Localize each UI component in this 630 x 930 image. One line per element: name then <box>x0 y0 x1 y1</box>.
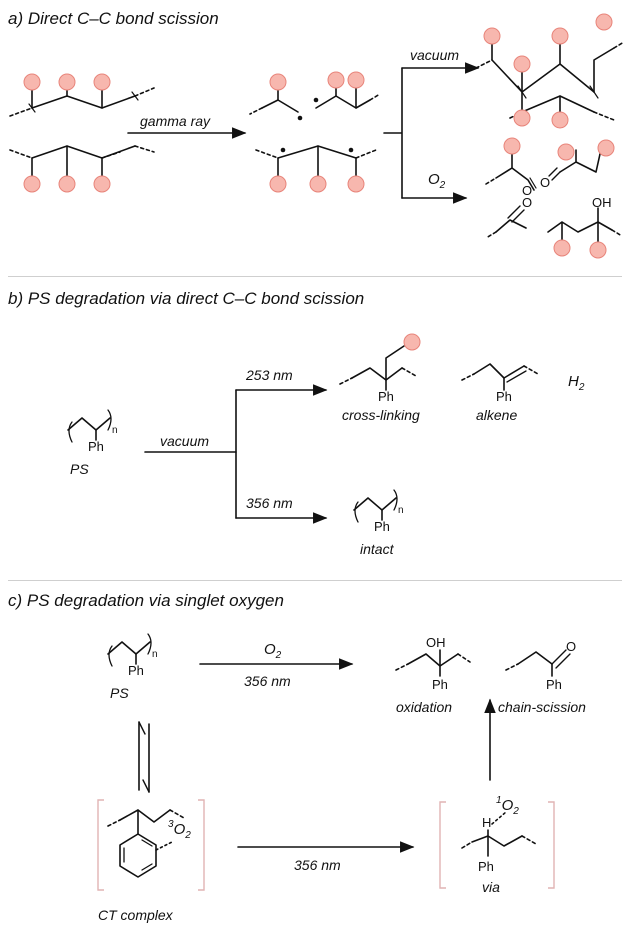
ph-label-scission: Ph <box>546 677 562 692</box>
ps-polymer-b <box>67 409 112 443</box>
356nm-label-bottom: 356 nm <box>294 857 341 873</box>
o2-label-c: O2 <box>264 641 282 661</box>
ps-label-b: PS <box>70 461 89 477</box>
ct-brackets <box>97 799 555 891</box>
oxidation-products <box>485 145 623 245</box>
ph-label-crosslink: Ph <box>378 389 394 404</box>
divider-bc <box>8 580 622 581</box>
ph-label-oxidation: Ph <box>432 677 448 692</box>
356nm-label-top: 356 nm <box>244 673 291 689</box>
ph-label-via: Ph <box>478 859 494 874</box>
ketone-o-label: O <box>540 175 551 190</box>
oxidation-label: oxidation <box>396 699 453 715</box>
via-structure <box>461 811 537 857</box>
o2-label-a: O2 <box>428 171 446 191</box>
ph-label-b: Ph <box>88 439 104 454</box>
alkene-label: alkene <box>476 407 518 423</box>
repeat-n-b: n <box>112 425 118 436</box>
ketone-o-label-c: O <box>566 639 577 654</box>
253nm-label: 253 nm <box>246 367 293 383</box>
hydroxyl-label-c: OH <box>426 635 446 650</box>
polymer-chain-upper <box>9 87 155 117</box>
crosslinked-product <box>475 41 625 121</box>
aldehyde-o-label: O <box>522 183 533 198</box>
gamma-ray-label: gamma ray <box>140 113 211 129</box>
ps-label-c: PS <box>110 685 129 701</box>
panel-c-title: c) PS degradation via singlet oxygen <box>8 591 284 610</box>
alkene-product <box>461 363 539 391</box>
hydroxyl-label-a: OH <box>592 195 612 210</box>
crosslinking-product <box>339 345 417 391</box>
chain-scission-label: chain-scission <box>498 699 586 715</box>
ph-label-intact: Ph <box>374 519 390 534</box>
356nm-label-b: 356 nm <box>246 495 293 511</box>
ph-label-c: Ph <box>128 663 144 678</box>
oxidation-product <box>395 649 471 677</box>
ester-o-label: O <box>522 195 533 210</box>
hydrogen-label: H <box>482 815 492 830</box>
repeat-n-c: n <box>152 649 158 660</box>
via-label: via <box>482 879 500 895</box>
h2-label: H2 <box>568 373 585 393</box>
chain-scission-product <box>505 649 571 677</box>
panel-a-title: a) Direct C–C bond scission <box>8 9 219 28</box>
vacuum-label-a: vacuum <box>410 47 460 63</box>
ps-polymer-c <box>107 633 152 667</box>
singlet-oxygen-label: 1O2 <box>496 795 519 817</box>
divider-ab <box>8 276 622 277</box>
polymer-chain-lower <box>9 145 155 179</box>
ct-complex-structure <box>107 809 185 878</box>
intact-label: intact <box>360 541 394 557</box>
repeat-n-intact: n <box>398 505 404 516</box>
equilibrium-arrows <box>138 721 150 793</box>
intact-polymer <box>353 489 398 523</box>
ph-label-alkene: Ph <box>496 389 512 404</box>
substituent-beads <box>23 13 615 351</box>
triplet-oxygen-label: 3O2 <box>168 819 191 841</box>
vacuum-label-b: vacuum <box>160 433 210 449</box>
ct-complex-label: CT complex <box>98 907 173 923</box>
crosslinking-label: cross-linking <box>342 407 420 423</box>
panel-b-title: b) PS degradation via direct C–C bond sc… <box>8 289 365 308</box>
